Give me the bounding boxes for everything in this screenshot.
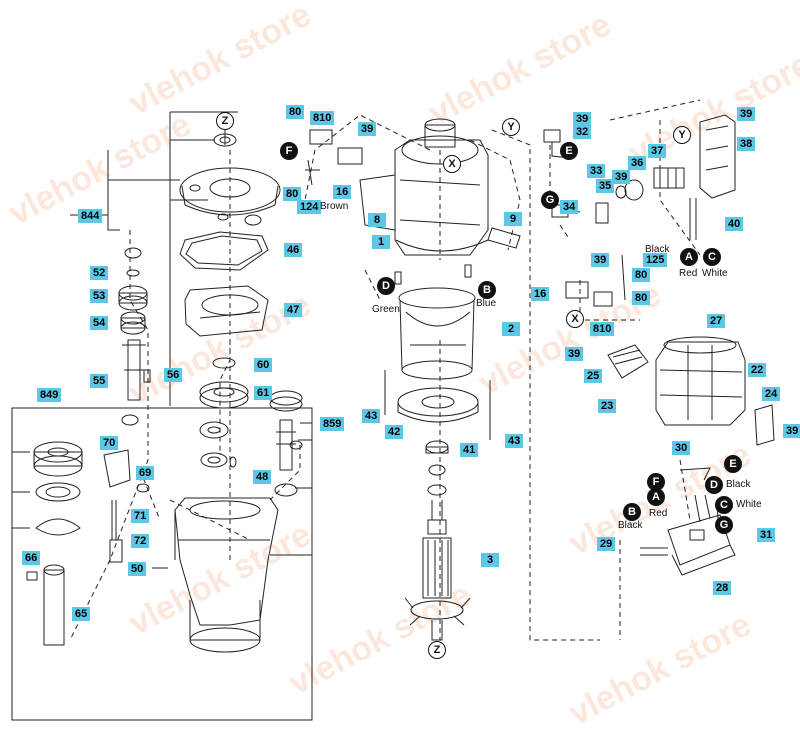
part-label-22: 22 [748, 363, 767, 377]
part-label-41: 41 [460, 443, 479, 457]
connector-marker-x: X [443, 155, 461, 173]
part-label-47: 47 [284, 303, 303, 317]
part-label-54: 54 [90, 316, 109, 330]
part-label-1: 1 [372, 235, 390, 249]
wire-label-white: White [736, 499, 762, 510]
part-label-61: 61 [254, 386, 273, 400]
wire-label-green: Green [372, 304, 400, 315]
part-label-16: 16 [531, 287, 550, 301]
wire-label-red: Red [649, 508, 668, 519]
part-label-39: 39 [565, 347, 584, 361]
part-label-35: 35 [596, 179, 615, 193]
part-label-56: 56 [164, 368, 183, 382]
connector-marker-d: D [705, 476, 723, 494]
part-label-39: 39 [573, 112, 592, 126]
part-label-55: 55 [90, 374, 109, 388]
connector-marker-c: C [703, 248, 721, 266]
part-label-72: 72 [131, 534, 150, 548]
part-label-43: 43 [362, 409, 381, 423]
connector-marker-e: E [560, 142, 578, 160]
part-label-29: 29 [597, 537, 616, 551]
connector-marker-g: G [715, 516, 733, 534]
part-label-40: 40 [725, 217, 744, 231]
wire-label-black: Black [618, 520, 643, 531]
wire-label-blue: Blue [476, 298, 497, 309]
part-label-80: 80 [632, 291, 651, 305]
part-label-80: 80 [632, 268, 651, 282]
part-label-8: 8 [368, 213, 386, 227]
part-label-42: 42 [385, 425, 404, 439]
part-label-52: 52 [90, 266, 109, 280]
part-label-65: 65 [72, 607, 91, 621]
part-label-38: 38 [737, 137, 756, 151]
part-label-16: 16 [333, 185, 352, 199]
part-label-43: 43 [505, 434, 524, 448]
part-label-859: 859 [320, 417, 345, 431]
part-label-53: 53 [90, 289, 109, 303]
connector-marker-f: F [647, 473, 665, 491]
connector-marker-y: Y [502, 118, 520, 136]
part-label-50: 50 [128, 562, 147, 576]
part-label-46: 46 [284, 243, 303, 257]
part-label-36: 36 [628, 156, 647, 170]
part-label-37: 37 [648, 144, 667, 158]
part-label-2: 2 [502, 322, 520, 336]
part-label-39: 39 [591, 253, 610, 267]
part-label-23: 23 [598, 399, 617, 413]
part-label-849: 849 [37, 388, 62, 402]
connector-marker-a: A [647, 488, 665, 506]
part-label-32: 32 [573, 125, 592, 139]
part-label-34: 34 [560, 200, 579, 214]
part-label-31: 31 [757, 528, 776, 542]
wire-label-red: Red [679, 268, 698, 279]
part-label-70: 70 [100, 436, 119, 450]
connector-marker-y: Y [673, 126, 691, 144]
part-label-39: 39 [358, 122, 377, 136]
part-label-39: 39 [783, 424, 800, 438]
part-label-71: 71 [131, 509, 150, 523]
part-label-33: 33 [587, 164, 606, 178]
part-label-27: 27 [707, 314, 726, 328]
part-label-80: 80 [286, 105, 305, 119]
wire-label-brown: Brown [320, 201, 349, 212]
part-label-66: 66 [22, 551, 41, 565]
wire-label-black: Black [645, 244, 670, 255]
part-label-80: 80 [283, 187, 302, 201]
part-label-844: 844 [78, 209, 103, 223]
connector-marker-z: Z [216, 112, 234, 130]
part-label-125: 125 [643, 253, 668, 267]
connector-marker-b: B [623, 503, 641, 521]
part-label-810: 810 [590, 322, 615, 336]
part-label-69: 69 [136, 466, 155, 480]
connector-marker-z: Z [428, 641, 446, 659]
connector-marker-f: F [280, 142, 298, 160]
connector-marker-x: X [566, 310, 584, 328]
part-label-24: 24 [762, 387, 781, 401]
part-label-48: 48 [253, 470, 272, 484]
part-label-124: 124 [297, 200, 322, 214]
part-label-25: 25 [584, 369, 603, 383]
part-label-28: 28 [713, 581, 732, 595]
connector-marker-g: G [541, 191, 559, 209]
wire-label-white: White [702, 268, 728, 279]
part-label-810: 810 [310, 111, 335, 125]
part-label-9: 9 [504, 212, 522, 226]
part-label-3: 3 [481, 553, 499, 567]
part-label-39: 39 [612, 170, 631, 184]
connector-marker-c: C [715, 496, 733, 514]
part-label-30: 30 [672, 441, 691, 455]
connector-marker-a: A [680, 248, 698, 266]
connector-marker-b: B [478, 281, 496, 299]
connector-marker-d: D [377, 277, 395, 295]
part-label-60: 60 [254, 358, 273, 372]
connector-marker-e: E [724, 455, 742, 473]
wire-label-black: Black [726, 479, 751, 490]
part-label-39: 39 [737, 107, 756, 121]
